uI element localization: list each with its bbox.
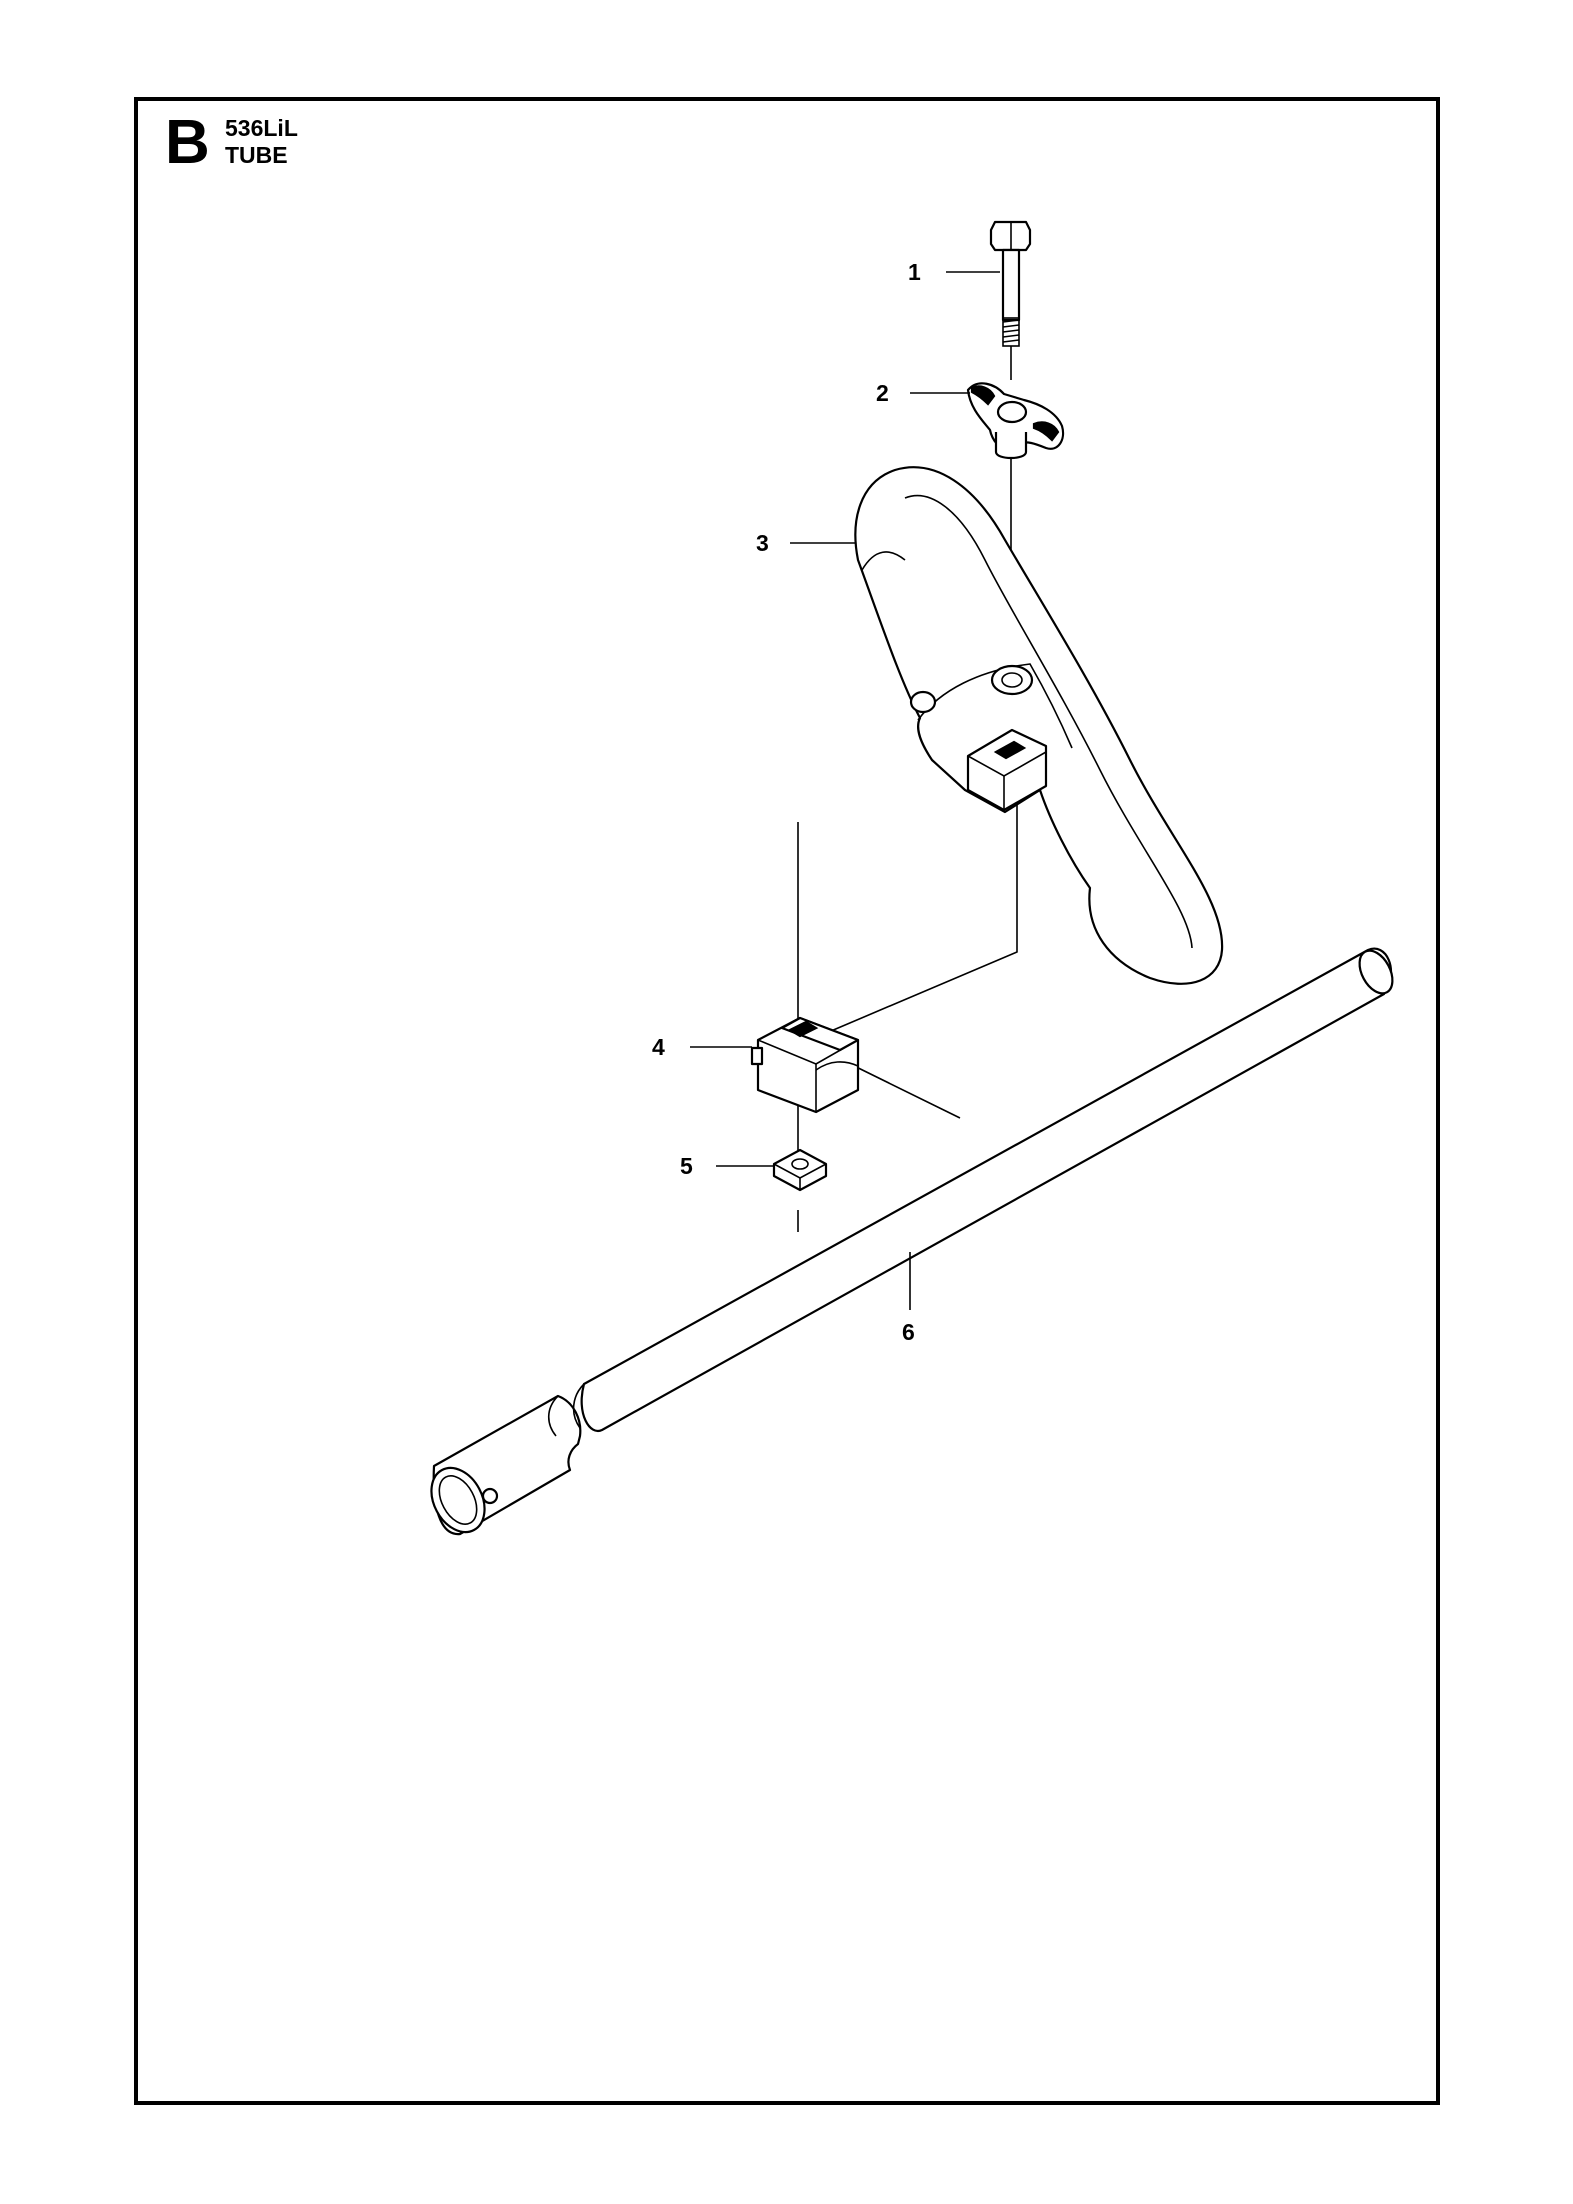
page-frame: [134, 97, 1440, 2105]
square-nut-icon: [772, 1148, 828, 1192]
section-title: TUBE: [225, 142, 288, 168]
loop-handle-icon: [854, 466, 1224, 985]
callouts: 1 2 3 4 5 6: [652, 259, 1000, 1345]
handle-clamp-icon: [750, 1016, 860, 1114]
bolt-icon: [989, 220, 1032, 347]
callout-1: 1: [908, 259, 921, 285]
callout-3: 3: [756, 530, 769, 556]
model-name: 536LiL: [225, 115, 298, 141]
callout-5: 5: [680, 1153, 693, 1179]
callout-4: 4: [652, 1034, 665, 1060]
section-letter: B: [165, 108, 210, 177]
wing-knob-icon: [966, 382, 1065, 460]
callout-2: 2: [876, 380, 889, 406]
callout-6: 6: [902, 1319, 915, 1345]
shaft-tube-icon: [430, 947, 1394, 1536]
